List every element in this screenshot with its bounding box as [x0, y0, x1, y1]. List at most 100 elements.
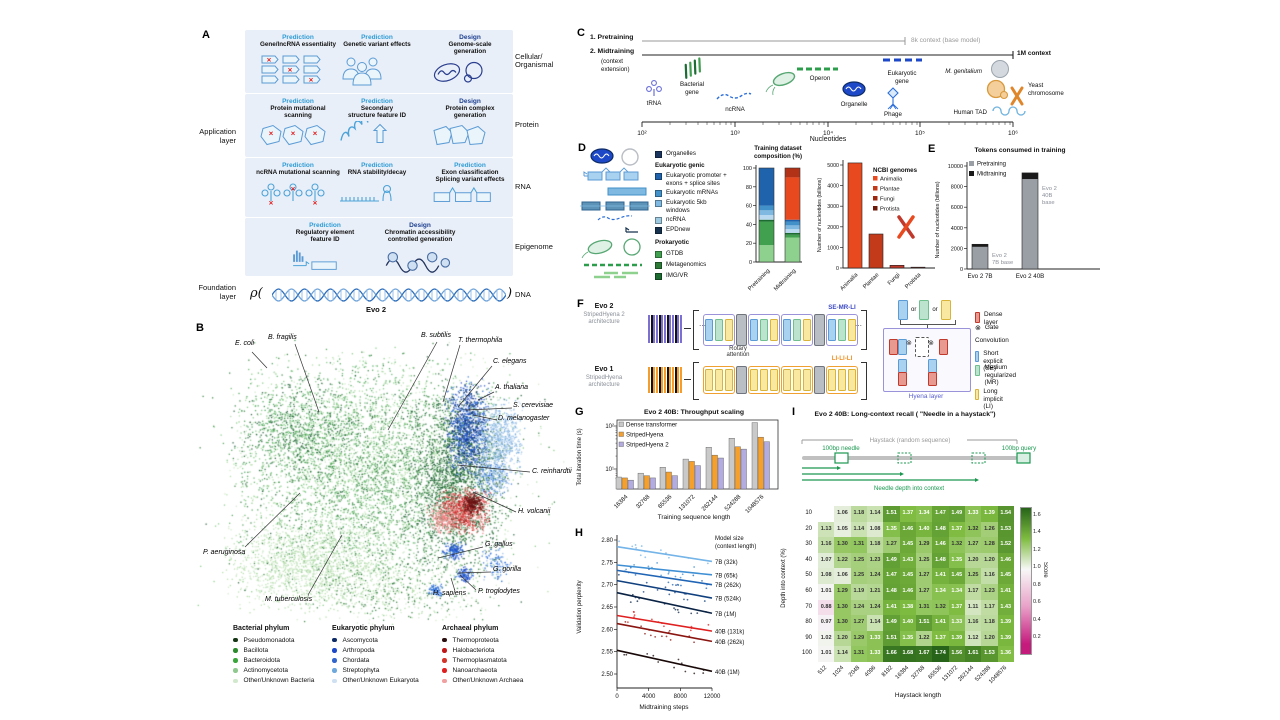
phylum-legend-item: Pseudomonadota — [233, 635, 314, 645]
bracket-left — [693, 362, 699, 400]
heatmap-row-label: 60 — [805, 588, 812, 594]
svg-text:StripedHyena: StripedHyena — [626, 432, 664, 439]
heatmap-cell: 1.45 — [997, 568, 1014, 584]
phylum-legend-item: Bacillota — [233, 645, 314, 655]
ncbi-genomes-chart: Number of nucleotides (billions)50004000… — [817, 160, 935, 292]
mr-layer — [793, 319, 801, 341]
species-label: H. sapiens — [433, 590, 467, 597]
panel-letter-b: B — [196, 322, 204, 334]
short-explicit-conv — [928, 359, 937, 373]
heatmap-cell: 1.45 — [948, 568, 965, 584]
svg-text:Eukaryotic: Eukaryotic — [888, 70, 917, 77]
svg-text:0: 0 — [749, 260, 752, 266]
app-cell-tag: Prediction — [361, 34, 393, 41]
heatmap-cell: 1.14 — [850, 521, 867, 538]
heatmap-cell: 1.18 — [981, 615, 998, 631]
colorbar-tick: 0.6 — [1033, 599, 1041, 606]
phylum-legend-item: Other/Unknown Eukaryota — [332, 676, 419, 686]
svg-text:40B: 40B — [1042, 193, 1052, 199]
mr-conv-option — [919, 300, 930, 320]
svg-text:Organelle: Organelle — [841, 101, 868, 108]
svg-text:(context length): (context length) — [715, 544, 756, 550]
svg-text:10²: 10² — [637, 130, 647, 137]
rotary-attention-block — [814, 366, 825, 394]
svg-text:Model size: Model size — [715, 536, 744, 542]
svg-text:Dense transformer: Dense transformer — [626, 422, 677, 429]
svg-text:2.60: 2.60 — [601, 627, 613, 633]
li-layer — [803, 319, 811, 341]
heatmap-cell: 1.41 — [997, 583, 1014, 600]
svg-text:2.70: 2.70 — [601, 583, 613, 589]
phylum-legend-title: Eukaryotic phylum — [332, 625, 395, 632]
svg-text:7B (65k): 7B (65k) — [715, 573, 738, 579]
heatmap-row-label: 30 — [805, 541, 812, 548]
svg-text:6000: 6000 — [951, 205, 963, 211]
svg-text:10⁴: 10⁴ — [823, 130, 833, 137]
pretraining-item: 1. Pretraining — [590, 34, 634, 41]
heatmap-cell: 1.24 — [850, 599, 867, 616]
phylum-color-dot — [442, 678, 447, 684]
svg-text:Fungi: Fungi — [887, 272, 902, 287]
heatmap-cell: 1.68 — [899, 646, 916, 662]
heatmap-cell: 1.49 — [883, 615, 900, 631]
midtraining-item-extension: extension) — [601, 66, 630, 73]
svg-text:ncRNA: ncRNA — [725, 106, 745, 113]
heatmap-cell: 1.48 — [883, 583, 900, 600]
svg-text:✕: ✕ — [312, 131, 317, 138]
svg-text:Fungi: Fungi — [880, 197, 895, 203]
colorbar-tick: 0.8 — [1033, 581, 1041, 588]
svg-text:Number of nucleotides (billion: Number of nucleotides (billions) — [935, 181, 941, 258]
svg-text:8000: 8000 — [674, 694, 688, 700]
heatmap-cell: 1.41 — [932, 568, 949, 584]
phylum-legend-title: Bacterial phylum — [233, 625, 290, 632]
li-layer — [793, 369, 801, 391]
evo2-arch-name: Evo 2 — [594, 303, 614, 310]
heatmap-cell: 1.26 — [981, 521, 998, 538]
heatmap-cell: 1.27 — [850, 615, 867, 631]
evo2-label: Evo 2 — [365, 305, 386, 314]
svg-text:2.55: 2.55 — [601, 650, 613, 656]
protein-scan-icon: ✕✕✕ — [251, 119, 345, 161]
svg-text:524288: 524288 — [724, 494, 743, 513]
dense-layer — [898, 372, 907, 386]
se-layer — [828, 319, 836, 341]
svg-text:7B (524k): 7B (524k) — [715, 597, 741, 603]
heatmap-cell: 1.47 — [932, 506, 949, 522]
se-swatch — [975, 350, 980, 362]
heatmap-cell: 1.27 — [915, 568, 933, 584]
heatmap-row-label: 20 — [805, 525, 812, 532]
rotary-attention-block — [814, 314, 825, 346]
rho-close: ) — [507, 286, 513, 301]
svg-text:StripedHyena 2: StripedHyena 2 — [626, 442, 669, 449]
svg-text:Protista: Protista — [904, 272, 923, 291]
svg-text:2000: 2000 — [951, 246, 963, 252]
people-icon — [330, 48, 424, 97]
li-layer — [760, 369, 768, 391]
li-conv-option — [940, 300, 951, 320]
svg-text:Human TAD: Human TAD — [954, 109, 988, 116]
mr-layer — [838, 319, 846, 341]
exons-icon — [423, 183, 517, 221]
needle-haystack-title: Evo 2 40B: Long-context recall ( "Needle… — [814, 411, 996, 418]
phylum-legend-item: Actinomycetota — [233, 666, 314, 676]
heatmap-row-label: 50 — [805, 572, 812, 579]
heatmap-cell: 1.39 — [948, 630, 965, 647]
svg-text:Number of nucleotides (billion: Number of nucleotides (billions) — [817, 178, 823, 252]
svg-text:40B (262k): 40B (262k) — [715, 640, 744, 646]
colorbar-tick: 0.2 — [1033, 634, 1041, 641]
svg-text:Total iteration time (s): Total iteration time (s) — [577, 428, 583, 485]
svg-text:Plantae: Plantae — [862, 272, 880, 290]
heatmap-cell: 1.39 — [997, 630, 1014, 647]
heatmap-cell: 1.14 — [834, 646, 851, 662]
